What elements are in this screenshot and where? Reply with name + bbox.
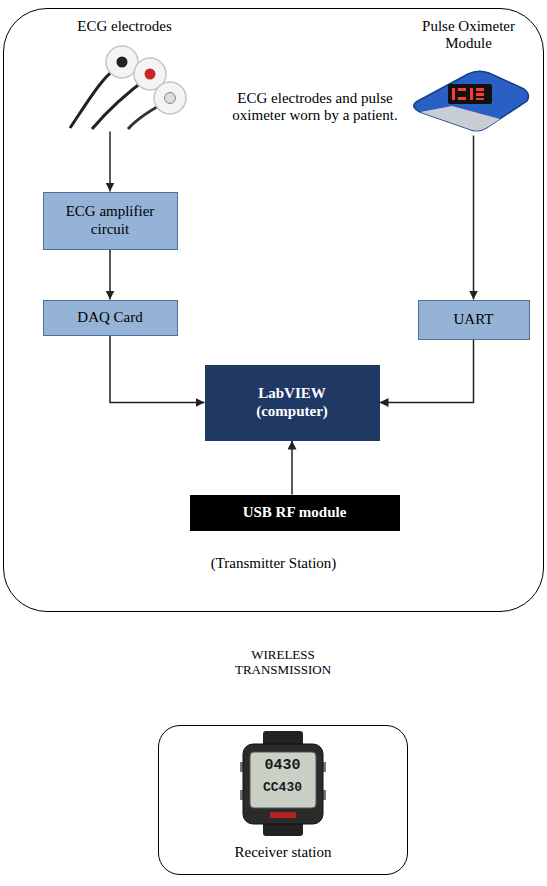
oximeter-display bbox=[448, 84, 492, 104]
electrode-snap bbox=[165, 93, 176, 104]
electrode-snap bbox=[145, 69, 156, 80]
display-segment bbox=[476, 98, 484, 100]
node-text: LabVIEW (computer) bbox=[237, 385, 347, 420]
computer-box: LabVIEW (computer) bbox=[205, 365, 380, 441]
node-text: Pulse Oximeter Module bbox=[400, 18, 538, 53]
signal-arrow bbox=[291, 441, 293, 495]
note-text: ECG electrodes and pulse oximeter worn b… bbox=[226, 90, 404, 125]
watch-readout: 0430 bbox=[250, 757, 316, 774]
electrode-pad bbox=[154, 82, 186, 114]
signal-arrow bbox=[473, 136, 475, 300]
process-box: DAQ Card bbox=[43, 300, 178, 336]
node-text: USB RF module bbox=[243, 504, 347, 521]
node-text: ECG amplifier circuit bbox=[52, 203, 169, 238]
display-segment bbox=[476, 93, 484, 96]
oximeter-clip bbox=[420, 106, 500, 131]
signal-arrow bbox=[109, 132, 111, 192]
watch-logo bbox=[270, 812, 296, 818]
watch-display bbox=[250, 752, 316, 808]
ecg-electrodes-picture bbox=[70, 46, 186, 129]
station-frame: Receiver station 0430CC430 bbox=[158, 725, 408, 875]
signal-arrow bbox=[110, 336, 205, 403]
watch-readout: CC430 bbox=[250, 781, 316, 796]
link-label: WIRELESS TRANSMISSION bbox=[213, 648, 353, 678]
display-segment bbox=[458, 97, 466, 100]
sensor-picture: Pulse Oximeter Module bbox=[400, 18, 538, 136]
signal-arrow bbox=[109, 250, 111, 300]
display-segment bbox=[458, 88, 466, 91]
station-name: (Transmitter Station) bbox=[4, 555, 543, 572]
signal-arrow bbox=[380, 340, 474, 403]
electrode-snap bbox=[117, 57, 128, 68]
display-segment bbox=[476, 88, 484, 91]
node-text: ECG electrodes bbox=[58, 18, 192, 35]
oximeter-body bbox=[414, 71, 529, 131]
process-box: ECG amplifier circuit bbox=[43, 192, 178, 250]
electrode-pad bbox=[106, 46, 138, 78]
node-text: UART bbox=[454, 311, 494, 328]
rf-module-box: USB RF module bbox=[190, 495, 400, 531]
display-segment bbox=[452, 88, 455, 100]
process-box: UART bbox=[418, 300, 530, 340]
watch-case bbox=[243, 744, 323, 824]
node-text: DAQ Card bbox=[77, 309, 142, 326]
watch-picture bbox=[240, 731, 326, 836]
sensor-picture: ECG electrodes bbox=[58, 18, 192, 132]
pulse-oximeter-picture bbox=[414, 71, 529, 131]
display-segment bbox=[470, 88, 473, 100]
station-name: Receiver station bbox=[159, 844, 407, 861]
